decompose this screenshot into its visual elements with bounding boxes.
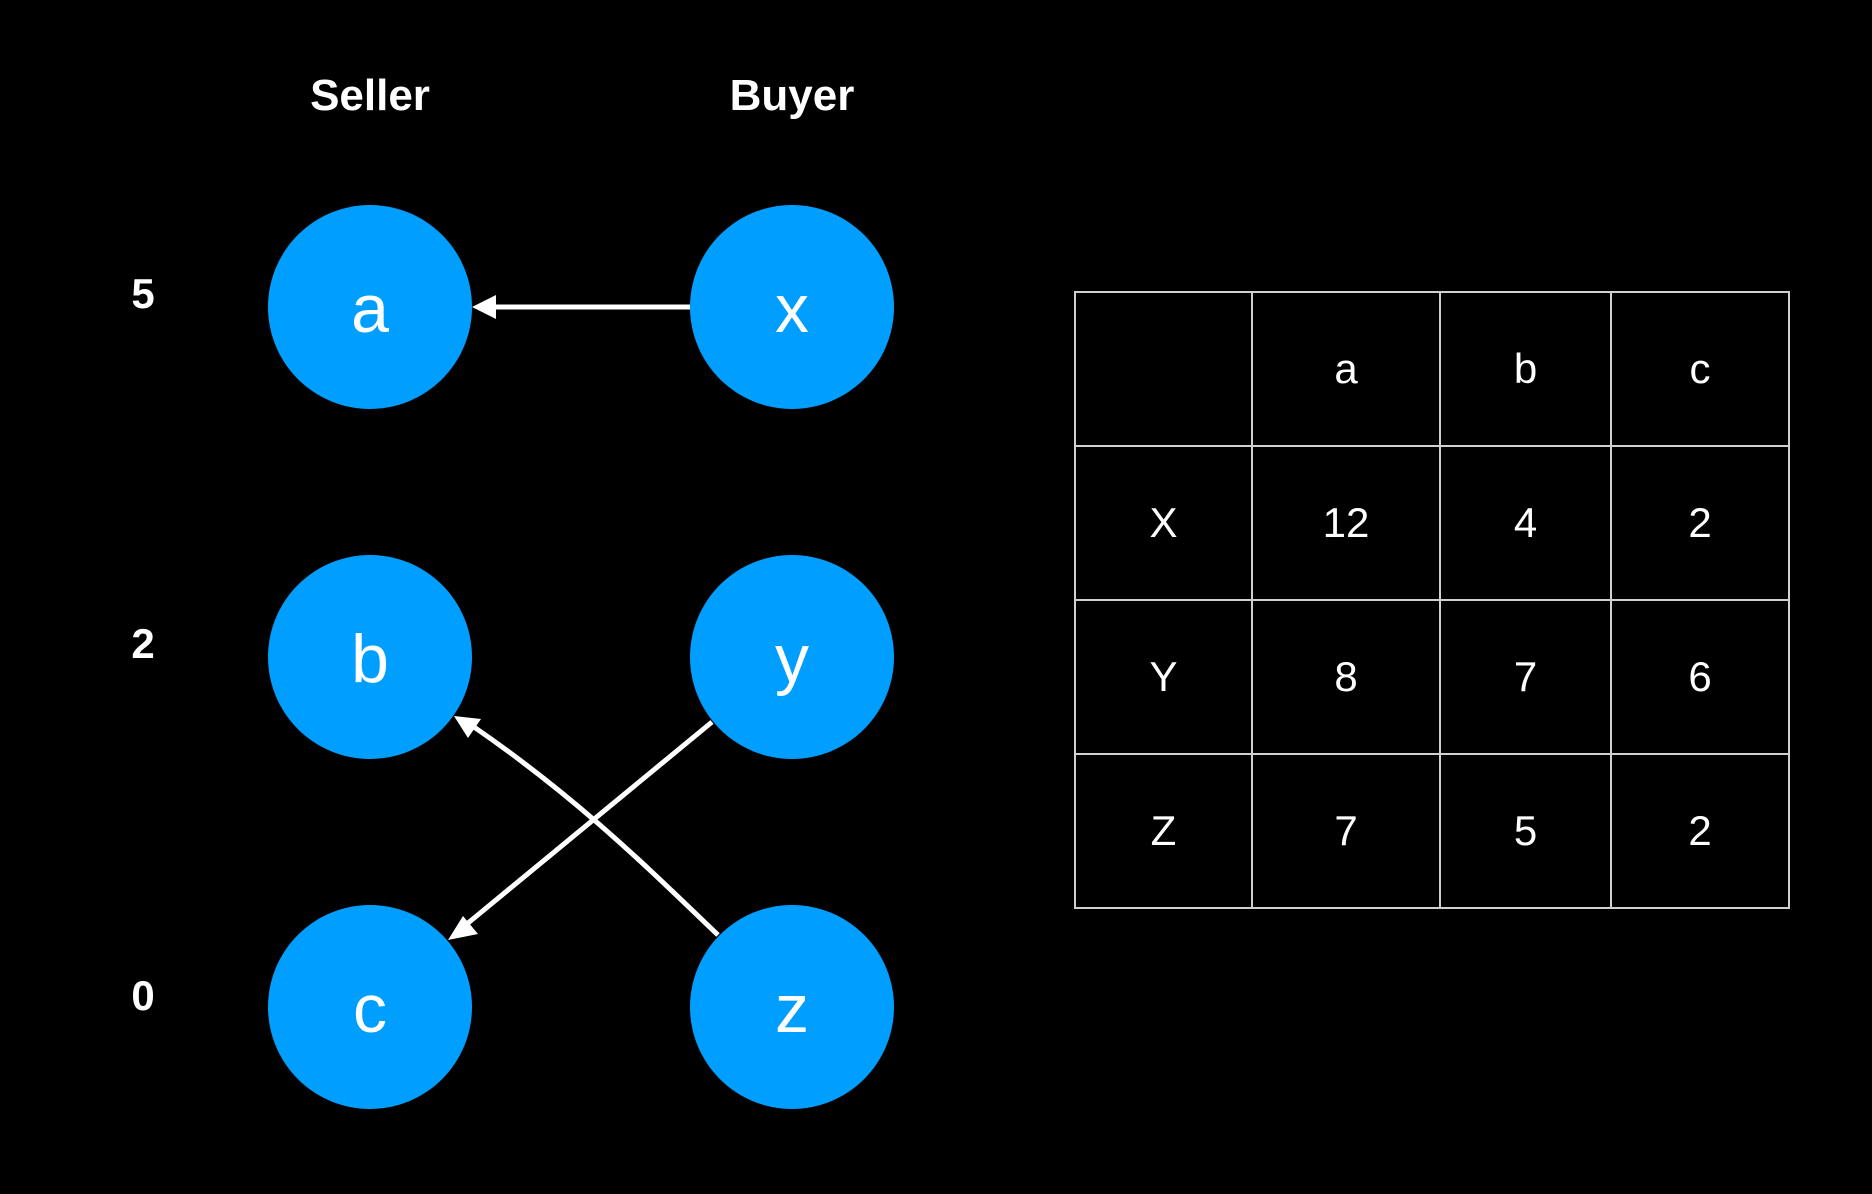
arrowhead-c [448, 916, 478, 940]
arrowhead-a [472, 295, 496, 319]
seller-node-c: c [268, 905, 472, 1109]
seller-node-b-label: b [351, 621, 389, 697]
column-header-c: c [1610, 291, 1790, 447]
price-label-a: 5 [131, 270, 154, 317]
table-cell: 12 [1251, 445, 1441, 601]
price-label-c: 0 [131, 972, 154, 1019]
table-cell: 2 [1610, 753, 1790, 909]
buyer-node-z-label: z [775, 971, 809, 1047]
buyer-node-z: z [690, 905, 894, 1109]
row-label-x: X [1074, 445, 1253, 601]
table-row-z: Z 7 5 2 [1074, 753, 1790, 909]
row-label-y: Y [1074, 599, 1253, 755]
edge-y-to-c [460, 720, 714, 930]
buyer-node-x-label: x [775, 271, 809, 347]
seller-node-a-label: a [351, 271, 389, 347]
seller-node-c-circle [268, 905, 472, 1109]
arrowhead-b [454, 716, 481, 738]
table-cell: 5 [1439, 753, 1612, 909]
table-corner-cell [1074, 291, 1253, 447]
column-header-b: b [1439, 291, 1612, 447]
seller-header: Seller [310, 71, 430, 120]
seller-node-b-circle [268, 555, 472, 759]
edge-layer [448, 295, 720, 940]
seller-node-a: a [268, 205, 472, 409]
edge-z-to-b [472, 724, 720, 937]
seller-node-c-label: c [353, 971, 387, 1047]
table-cell: 7 [1251, 753, 1441, 909]
table-cell: 7 [1439, 599, 1612, 755]
valuation-table: a b c X 12 4 2 Y 8 7 6 Z 7 5 2 [1074, 291, 1790, 909]
buyer-node-y-circle [690, 555, 894, 759]
seller-node-b: b [268, 555, 472, 759]
buyer-node-z-circle [690, 905, 894, 1109]
row-label-z: Z [1074, 753, 1253, 909]
table-cell: 2 [1610, 445, 1790, 601]
buyer-node-y-label: y [775, 621, 809, 697]
column-header-a: a [1251, 291, 1441, 447]
table-cell: 6 [1610, 599, 1790, 755]
table-row-x: X 12 4 2 [1074, 445, 1790, 601]
seller-node-a-circle [268, 205, 472, 409]
buyer-node-y: y [690, 555, 894, 759]
buyer-node-x-circle [690, 205, 894, 409]
price-label-b: 2 [131, 620, 154, 667]
buyer-header: Buyer [730, 71, 855, 120]
table-row-y: Y 8 7 6 [1074, 599, 1790, 755]
table-cell: 4 [1439, 445, 1612, 601]
table-header-row: a b c [1074, 291, 1790, 447]
table-cell: 8 [1251, 599, 1441, 755]
buyer-node-x: x [690, 205, 894, 409]
